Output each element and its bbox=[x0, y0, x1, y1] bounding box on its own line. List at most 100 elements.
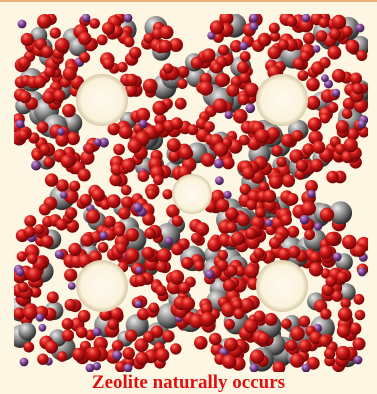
cation-atom bbox=[99, 231, 108, 240]
cation-atom bbox=[138, 119, 148, 128]
oxygen-atom bbox=[84, 143, 96, 155]
oxygen-atom bbox=[352, 337, 366, 351]
oxygen-atom bbox=[301, 201, 316, 216]
oxygen-atom bbox=[254, 128, 270, 144]
cation-atom bbox=[92, 327, 102, 337]
cation-atom bbox=[17, 19, 27, 29]
oxygen-atom bbox=[166, 204, 180, 218]
cation-atom bbox=[355, 23, 365, 33]
oxygen-atom bbox=[349, 322, 362, 335]
oxygen-atom bbox=[102, 57, 115, 70]
oxygen-atom bbox=[299, 18, 314, 33]
oxygen-atom bbox=[146, 188, 158, 200]
oxygen-atom bbox=[17, 281, 29, 293]
oxygen-atom bbox=[221, 354, 237, 369]
oxygen-atom bbox=[135, 351, 149, 366]
oxygen-atom bbox=[312, 140, 326, 154]
oxygen-atom bbox=[212, 98, 228, 114]
cation-atom bbox=[123, 14, 133, 23]
oxygen-atom bbox=[215, 72, 230, 88]
oxygen-atom bbox=[169, 38, 183, 52]
silicon-atom bbox=[18, 322, 37, 341]
oxygen-atom bbox=[244, 82, 259, 98]
cation-atom bbox=[19, 357, 29, 367]
oxygen-atom bbox=[40, 235, 54, 248]
oxygen-atom bbox=[262, 189, 277, 203]
oxygen-atom bbox=[325, 231, 340, 246]
oxygen-atom bbox=[287, 245, 301, 259]
oxygen-atom bbox=[152, 100, 167, 116]
oxygen-atom bbox=[331, 290, 343, 302]
oxygen-atom bbox=[171, 215, 184, 227]
oxygen-atom bbox=[23, 226, 36, 238]
oxygen-atom bbox=[253, 247, 265, 259]
oxygen-atom bbox=[231, 299, 243, 311]
oxygen-atom bbox=[331, 14, 347, 30]
oxygen-atom bbox=[341, 26, 353, 37]
oxygen-atom bbox=[291, 130, 304, 142]
oxygen-atom bbox=[124, 248, 140, 263]
oxygen-atom bbox=[309, 251, 322, 264]
oxygen-atom bbox=[162, 189, 173, 200]
oxygen-atom bbox=[290, 326, 305, 341]
oxygen-atom bbox=[201, 153, 215, 167]
oxygen-atom bbox=[120, 184, 132, 196]
oxygen-atom bbox=[162, 330, 175, 343]
oxygen-atom bbox=[174, 97, 187, 110]
oxygen-atom bbox=[193, 260, 205, 272]
oxygen-atom bbox=[75, 326, 88, 339]
oxygen-atom bbox=[277, 247, 292, 262]
oxygen-atom bbox=[281, 174, 296, 188]
cation-atom bbox=[15, 267, 25, 277]
oxygen-atom bbox=[239, 51, 251, 62]
cation-atom bbox=[245, 103, 256, 114]
oxygen-atom bbox=[213, 142, 229, 157]
oxygen-atom bbox=[135, 107, 151, 123]
cation-atom bbox=[213, 158, 224, 169]
oxygen-atom bbox=[257, 332, 270, 345]
cation-atom bbox=[299, 214, 310, 225]
oxygen-atom bbox=[117, 61, 128, 73]
pore-opening bbox=[256, 260, 308, 312]
oxygen-atom bbox=[209, 332, 222, 346]
oxygen-atom bbox=[53, 89, 66, 102]
oxygen-atom bbox=[61, 329, 75, 342]
oxygen-atom bbox=[129, 46, 142, 60]
oxygen-atom bbox=[103, 215, 116, 228]
cation-atom bbox=[312, 45, 321, 53]
oxygen-atom bbox=[286, 339, 298, 351]
cation-atom bbox=[57, 127, 65, 136]
oxygen-atom bbox=[286, 15, 298, 27]
oxygen-atom bbox=[121, 158, 136, 173]
cation-atom bbox=[223, 190, 232, 199]
cation-atom bbox=[134, 300, 143, 308]
cation-atom bbox=[98, 137, 109, 148]
oxygen-atom bbox=[18, 90, 32, 104]
oxygen-atom bbox=[16, 251, 27, 262]
oxygen-atom bbox=[222, 156, 235, 170]
oxygen-atom bbox=[189, 313, 204, 329]
oxygen-atom bbox=[124, 84, 138, 97]
pore-opening bbox=[76, 74, 128, 126]
oxygen-atom bbox=[250, 349, 265, 364]
cation-atom bbox=[15, 119, 25, 129]
oxygen-atom bbox=[268, 22, 280, 34]
oxygen-atom bbox=[217, 250, 229, 261]
oxygen-atom bbox=[289, 353, 305, 368]
oxygen-atom bbox=[113, 143, 125, 156]
cation-atom bbox=[135, 266, 143, 274]
oxygen-atom bbox=[142, 78, 158, 94]
oxygen-atom bbox=[34, 224, 45, 235]
oxygen-atom bbox=[264, 312, 278, 326]
oxygen-atom bbox=[349, 72, 362, 85]
silicon-atom bbox=[328, 201, 353, 225]
oxygen-atom bbox=[319, 57, 331, 69]
oxygen-atom bbox=[198, 81, 214, 96]
oxygen-atom bbox=[342, 97, 356, 111]
oxygen-atom bbox=[340, 297, 352, 309]
oxygen-atom bbox=[327, 102, 339, 113]
oxygen-atom bbox=[55, 218, 68, 231]
oxygen-atom bbox=[327, 45, 342, 60]
oxygen-atom bbox=[111, 340, 124, 352]
oxygen-atom bbox=[141, 246, 155, 260]
